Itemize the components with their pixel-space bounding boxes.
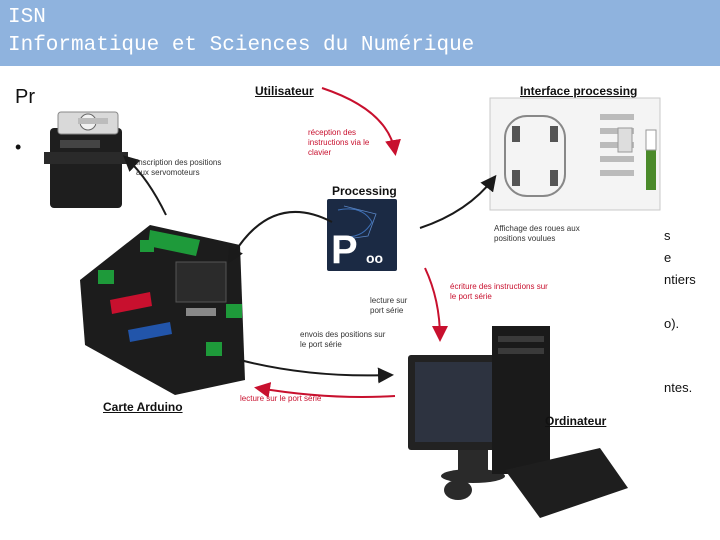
annotation-envois: envois des positions sur le port série	[300, 330, 392, 350]
annotation-affichage: Affichage des roues aux positions voulue…	[494, 224, 604, 244]
processing-logo-dots: oo	[366, 250, 383, 266]
interface-screenshot	[490, 98, 660, 210]
arrow-processing-to-arduino	[230, 212, 332, 260]
annotation-lecture-port: lecture sur port série	[370, 296, 420, 316]
processing-logo-letter: P	[331, 230, 358, 270]
annotation-inscription: Inscription des positions aux servomoteu…	[136, 158, 236, 178]
node-processing: Processing	[332, 184, 397, 198]
node-interface-processing: Interface processing	[520, 84, 637, 98]
arrow-arduino-to-ordinateur	[240, 360, 390, 375]
annotation-ecriture: écriture des instructions sur le port sé…	[450, 282, 550, 302]
arduino-board-image	[80, 225, 245, 395]
node-ordinateur: Ordinateur	[545, 414, 606, 428]
node-carte-arduino: Carte Arduino	[103, 400, 183, 414]
annotation-reception: réception des instructions via le clavie…	[308, 128, 378, 158]
node-utilisateur: Utilisateur	[255, 84, 314, 98]
annotation-lecture-bas: lecture sur le port série	[240, 394, 370, 404]
arrow-processing-to-ordinateur	[425, 268, 440, 338]
arrow-processing-to-interface	[420, 178, 494, 228]
servo-motor-image	[44, 112, 128, 208]
